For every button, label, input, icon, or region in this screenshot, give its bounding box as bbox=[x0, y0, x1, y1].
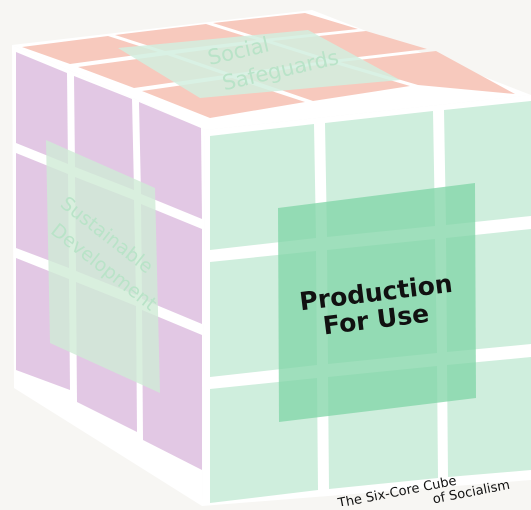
left-face: Sustainable Development bbox=[12, 45, 205, 506]
top-tile bbox=[22, 36, 158, 64]
top-tile bbox=[213, 13, 358, 39]
front-face-highlight bbox=[278, 183, 476, 422]
top-tile bbox=[340, 51, 515, 94]
top-tile bbox=[142, 78, 305, 118]
left-face-highlight bbox=[46, 140, 160, 393]
left-tile bbox=[16, 52, 68, 164]
front-face: Production For Use bbox=[202, 95, 531, 506]
top-face-highlight bbox=[118, 30, 400, 98]
top-tile bbox=[115, 24, 257, 51]
top-face: Social Safeguards bbox=[12, 10, 531, 130]
